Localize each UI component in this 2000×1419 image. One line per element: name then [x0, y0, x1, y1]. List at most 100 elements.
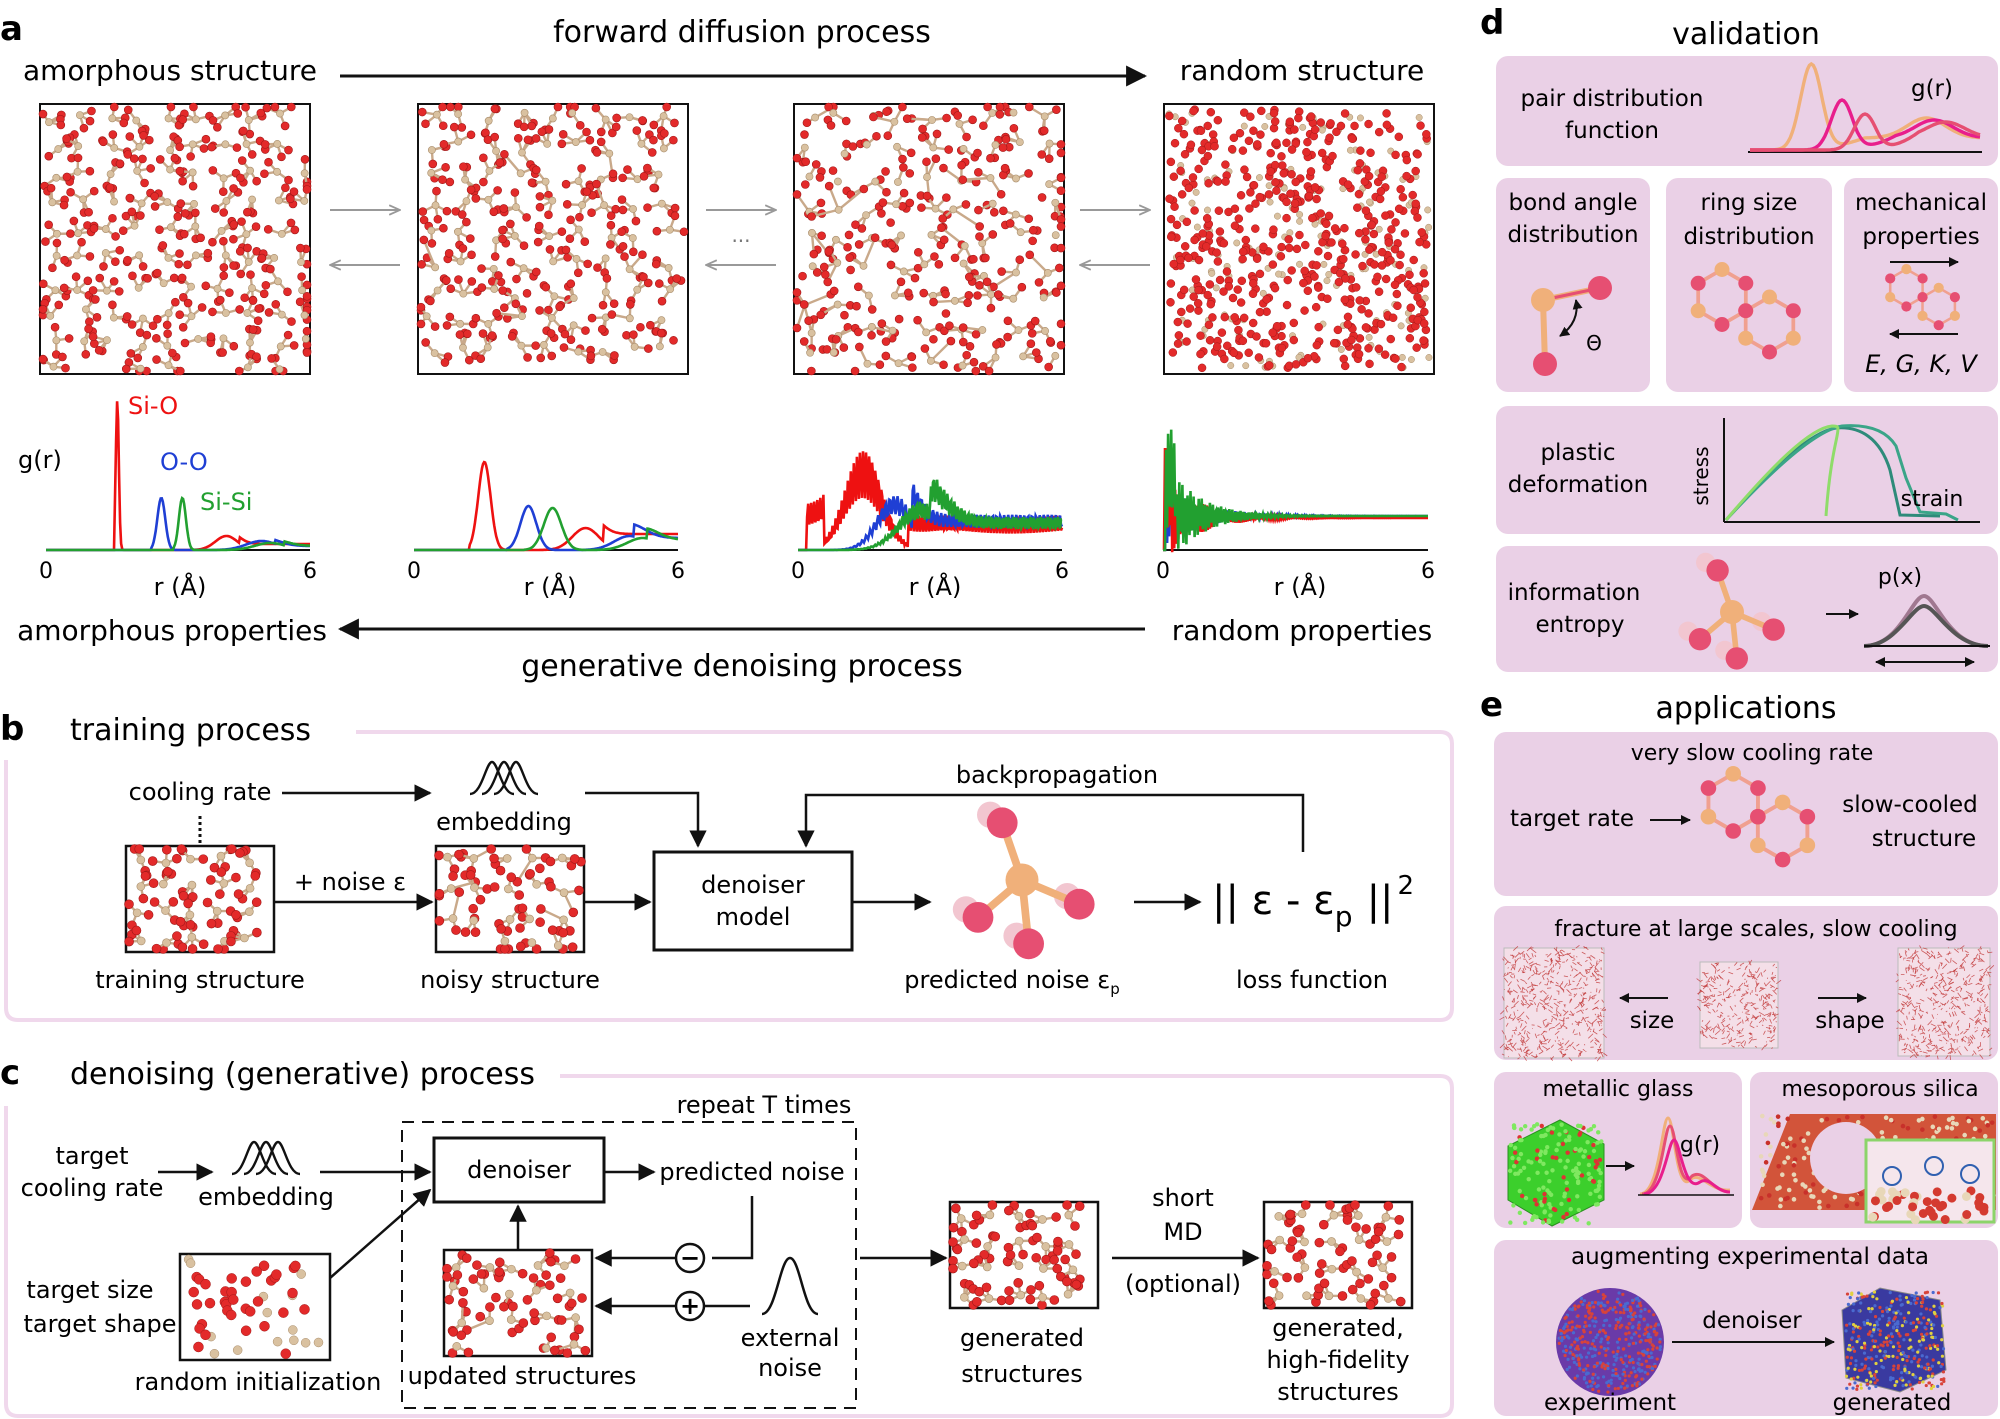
fracture-network-boxes [1499, 945, 1995, 1062]
r-axis-1: r (Å) [154, 572, 207, 601]
panel-e-letter: e [1480, 685, 1503, 725]
structure-box-2 [417, 103, 689, 375]
entropy-label-2: entropy [1536, 612, 1625, 638]
tick-6-3: 6 [1055, 559, 1069, 584]
tick-6-4: 6 [1421, 559, 1435, 584]
random-structure-label: random structure [1180, 54, 1425, 87]
denoiser-box-c [432, 1136, 606, 1204]
slow-cooling-card [1494, 732, 1998, 896]
optional-label: (optional) [1125, 1270, 1241, 1298]
external-noise-line1: external [741, 1324, 840, 1352]
panel-e-title: applications [1655, 691, 1836, 726]
series-label-oo: O-O [160, 448, 208, 476]
denoiser-model-line2: model [716, 903, 791, 931]
short-md-label-1: short [1152, 1184, 1214, 1212]
repeat-t-times-label: repeat T times [677, 1091, 852, 1119]
random-init-label: random initialization [135, 1368, 382, 1396]
augmenting-title: augmenting experimental data [1571, 1244, 1929, 1270]
panel-a: a forward diffusion process amorphous st… [0, 9, 1435, 684]
target-shape-label: target shape [23, 1310, 176, 1338]
minus-symbol: − [680, 1244, 700, 1272]
mesoporous-label: mesoporous silica [1781, 1077, 1978, 1102]
random-init-atoms [183, 1254, 324, 1359]
embedding-label-c: embedding [198, 1183, 334, 1211]
panel-d: d validation pair distribution function … [1480, 3, 1998, 672]
plus-symbol: + [680, 1292, 700, 1320]
series-label-sisi: Si-Si [200, 488, 252, 516]
embedding-gaussians-icon-c [231, 1140, 301, 1176]
hf-label-1: generated, [1272, 1314, 1404, 1342]
external-noise-line2: noise [758, 1354, 822, 1382]
random-properties-label: random properties [1172, 614, 1432, 647]
predicted-noise-text: predicted noise ε [904, 966, 1110, 994]
external-noise-gaussian-icon [761, 1256, 819, 1316]
panel-b-title: training process [70, 713, 311, 748]
forward-diffusion-label: forward diffusion process [553, 15, 931, 50]
loss-formula: || ε - εp||2 [1212, 871, 1414, 933]
strain-label: strain [1901, 487, 1964, 512]
high-fidelity-structure-atoms [1262, 1200, 1406, 1310]
metal-gr-plot [1638, 1116, 1734, 1196]
mechanical-card [1844, 178, 1998, 392]
panel-b: b training process cooling rate embeddin… [0, 709, 1454, 1022]
embedding-to-denoiser-arrow [585, 791, 707, 848]
entropy-distribution-plot [1863, 593, 1990, 667]
target-cooling-line2: cooling rate [21, 1174, 164, 1202]
denoiser-model-line1: denoiser [701, 871, 805, 899]
amorphous-structure-label: amorphous structure [23, 54, 317, 87]
gr-plots [46, 401, 1428, 553]
moduli-label: E, G, K, V [1865, 350, 1978, 378]
stress-label: stress [1689, 446, 1713, 505]
denoiser-label-c: denoiser [467, 1156, 571, 1184]
network-step-3 [792, 102, 1066, 376]
mesoporous-slab-icon [1752, 1113, 1996, 1225]
slow-cooled-ring-icon [1700, 766, 1816, 868]
experiment-label: experiment [1544, 1390, 1676, 1416]
panel-b-frame [4, 730, 1454, 1022]
slow-cooled-label-2: structure [1872, 826, 1976, 852]
amorphous-network-1 [38, 102, 312, 376]
generated-label: generated [1833, 1390, 1952, 1416]
random-atoms [1165, 105, 1433, 373]
generative-denoising-label: generative denoising process [521, 649, 963, 684]
ellipsis: ... [731, 223, 750, 247]
predicted-noise-label: predicted noise εp [904, 966, 1119, 998]
theta-label: Θ [1586, 331, 1602, 355]
panel-c-title: denoising (generative) process [70, 1057, 535, 1092]
metal-gr-label: g(r) [1680, 1133, 1720, 1158]
loss-formula-left: || ε - ε [1212, 878, 1335, 924]
generated-label-1: generated [960, 1324, 1084, 1352]
metallic-glass-cube-icon [1507, 1119, 1605, 1227]
tick-6-2: 6 [671, 559, 685, 584]
mechanical-ring-icon [1885, 264, 1960, 331]
pdf-label-2: function [1565, 118, 1659, 144]
slow-cooling-title: very slow cooling rate [1631, 741, 1873, 766]
panel-d-letter: d [1480, 3, 1504, 43]
short-md-label-2: MD [1163, 1218, 1202, 1246]
px-label: p(x) [1878, 565, 1922, 590]
amorphous-properties-label: amorphous properties [17, 614, 327, 647]
loss-function-label: loss function [1236, 966, 1388, 994]
panel-a-letter: a [0, 9, 23, 49]
network-step-2 [416, 102, 689, 367]
mechanical-label-1: mechanical [1855, 190, 1987, 216]
training-structure-atoms [124, 844, 262, 954]
tick-0-2: 0 [407, 559, 421, 584]
r-axis-4: r (Å) [1274, 572, 1327, 601]
target-size-label: target size [26, 1276, 153, 1304]
predicted-to-minus-line [712, 1196, 754, 1260]
series-label-sio: Si-O [128, 392, 178, 420]
pdf-gr-label: g(r) [1911, 76, 1953, 102]
embedding-label: embedding [436, 808, 572, 836]
tick-6-1: 6 [303, 559, 317, 584]
repeat-loop-dashed-box [401, 1121, 857, 1409]
panel-c: c denoising (generative) process repeat … [0, 1053, 1454, 1418]
ring-size-label-1: ring size [1701, 190, 1798, 216]
loss-formula-right: || [1367, 878, 1394, 924]
fracture-title: fracture at large scales, slow cooling [1554, 917, 1957, 942]
bond-angle-label-1: bond angle [1509, 190, 1638, 216]
gr-axis-label: g(r) [18, 446, 62, 474]
bond-angle-card [1496, 178, 1650, 392]
embedding-gaussians-icon [469, 760, 539, 796]
predicted-noise-sub: p [1110, 980, 1120, 998]
